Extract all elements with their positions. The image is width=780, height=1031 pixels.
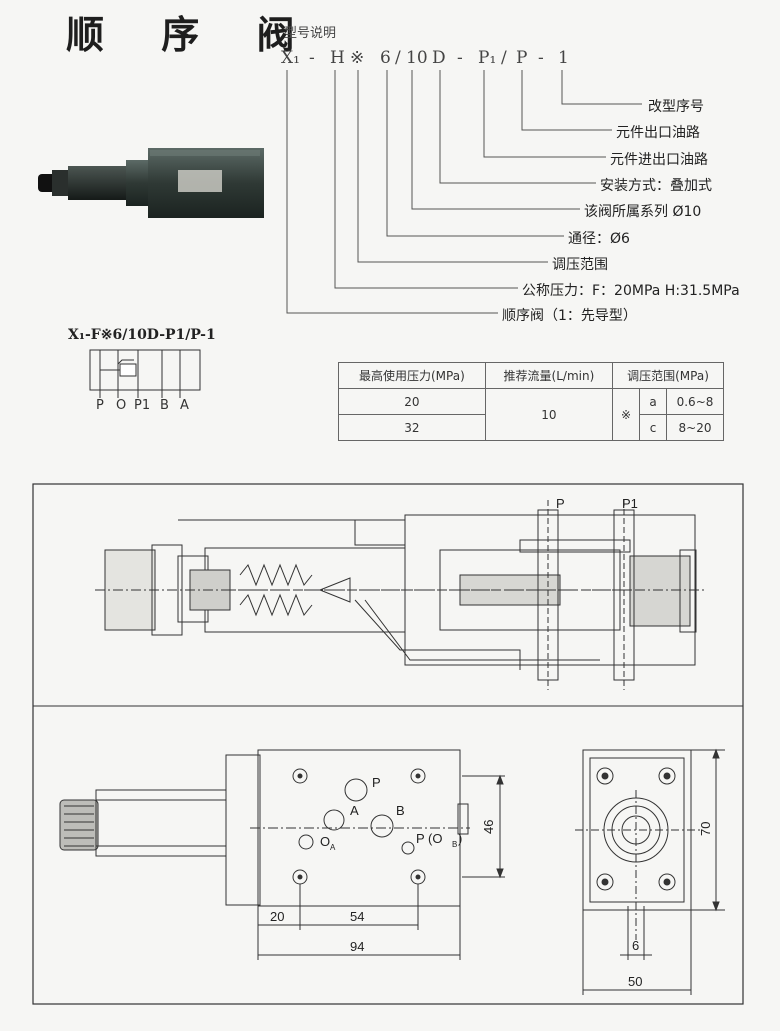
code-part: 6: [380, 48, 391, 68]
front-label-b: B: [396, 803, 405, 818]
code-part: ※: [350, 48, 365, 68]
desc-adjust-range: 调压范围: [552, 257, 608, 273]
dim-50: 50: [628, 974, 642, 989]
section-label-p1: P1: [622, 496, 638, 511]
front-label-ob-sub: B: [452, 840, 457, 849]
section-label-p: P: [556, 496, 565, 511]
dim-54: 54: [350, 909, 364, 924]
cell-range: 0.6~8: [666, 388, 724, 415]
port-label-a: A: [180, 398, 189, 413]
code-part: D: [432, 48, 446, 68]
front-label-ob-close: ): [458, 831, 462, 846]
dim-20: 20: [270, 909, 284, 924]
cell-pressure: 20: [338, 388, 486, 415]
desc-inlet-outlet-path: 元件进出口油路: [610, 152, 708, 168]
table-header-row: 最高使用压力(MPa) 推荐流量(L/min) 调压范围(MPa): [338, 362, 724, 389]
dim-70: 70: [698, 822, 713, 836]
desc-valve-type: 顺序阀（1：先导型）: [502, 308, 637, 324]
desc-bore: 通径：Ø6: [568, 231, 630, 247]
dim-46: 46: [481, 820, 496, 834]
code-part: /: [395, 48, 401, 68]
cell-code: c: [639, 414, 667, 441]
table-row: 32 c 8~20: [338, 414, 724, 441]
hydraulic-symbol: [89, 349, 201, 398]
desc-series: 该阀所属系列 Ø10: [584, 204, 702, 220]
front-label-a: A: [350, 803, 359, 818]
section-view: [95, 500, 705, 690]
code-part: 10: [406, 48, 428, 68]
code-part: /: [501, 48, 507, 68]
valve-product-photo: [38, 148, 264, 218]
desc-modification-no: 改型序号: [648, 99, 704, 115]
front-label-oa-sub: A: [330, 843, 336, 852]
front-label-oa: O: [320, 834, 330, 849]
table-row: 20 10 ※ a 0.6~8: [338, 388, 724, 441]
page-title: 顺 序 阀: [66, 12, 317, 57]
symbol-title: X₁-F※6/10D-P1/P-1: [68, 327, 216, 343]
code-part: -: [457, 48, 463, 68]
spec-table: 最高使用压力(MPa) 推荐流量(L/min) 调压范围(MPa) 20 10 …: [338, 362, 724, 441]
cell-pressure: 32: [338, 414, 486, 441]
code-part: -: [309, 48, 315, 68]
code-part: H: [330, 48, 345, 68]
front-label-p-ob: P (O: [416, 831, 443, 846]
code-part: X₁: [281, 48, 300, 68]
front-view: [59, 749, 505, 960]
cell-flow: 10: [484, 388, 614, 441]
desc-nominal-pressure: 公称压力：F：20MPa H:31.5MPa: [522, 283, 740, 299]
side-view: [575, 748, 725, 995]
header-flow: 推荐流量(L/min): [484, 362, 614, 389]
desc-outlet-path: 元件出口油路: [616, 125, 700, 141]
model-code-leaders: [286, 70, 642, 314]
drawing-frame: [32, 483, 744, 1005]
dim-94: 94: [350, 939, 364, 954]
front-label-p: P: [372, 775, 381, 790]
port-label-o: O: [116, 398, 127, 413]
code-part: -: [538, 48, 544, 68]
header-max-pressure: 最高使用压力(MPa): [338, 362, 486, 389]
cell-range: 8~20: [666, 414, 724, 441]
port-label-b: B: [160, 398, 169, 413]
code-part: 1: [558, 48, 569, 68]
desc-mounting: 安装方式：叠加式: [600, 178, 712, 194]
code-part: P: [516, 48, 528, 68]
port-label-p: P: [96, 398, 104, 413]
dim-6: 6: [632, 938, 639, 953]
port-label-p1: P1: [134, 398, 151, 413]
code-part: P₁: [478, 48, 497, 68]
header-adjust-range: 调压范围(MPa): [612, 362, 724, 389]
model-heading: 型号说明: [284, 26, 337, 41]
